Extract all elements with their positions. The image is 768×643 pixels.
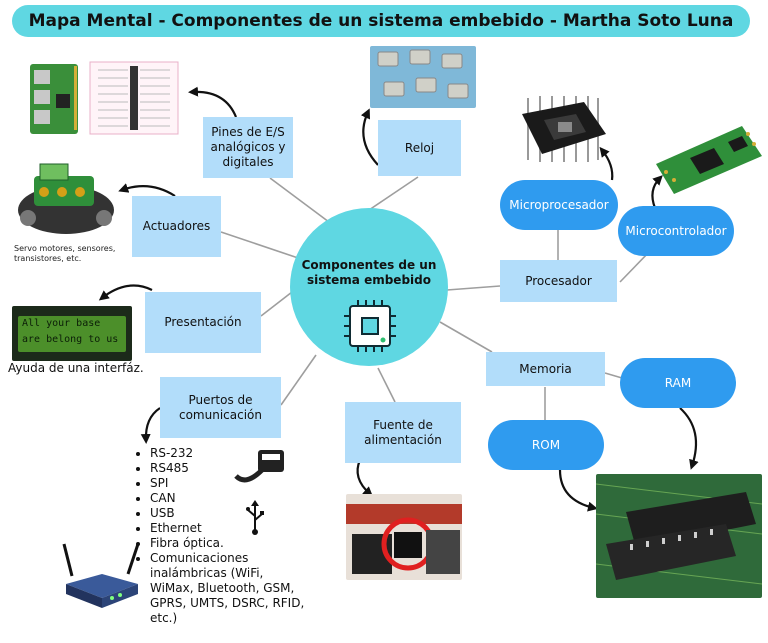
pinout-image <box>28 58 182 138</box>
power-supply-image <box>346 494 462 580</box>
node-ram: RAM <box>620 358 736 408</box>
microcontroller-image <box>652 120 764 196</box>
wifi-router-icon <box>62 543 140 608</box>
list-item: CAN <box>150 491 330 506</box>
presentacion-caption: Ayuda de una interfáz. <box>8 361 144 375</box>
node-fuente: Fuente de alimentación <box>345 402 461 463</box>
node-reloj: Reloj <box>378 120 461 176</box>
usb-icon <box>246 500 264 535</box>
microprocessor-image <box>514 94 610 164</box>
list-item: RS-232 <box>150 446 330 461</box>
ports-list: RS-232 RS485 SPI CAN USB Ethernet Fibra … <box>134 446 330 626</box>
node-procesador: Procesador <box>500 260 617 302</box>
lcd-line-2: are belong to us <box>22 334 119 345</box>
ethernet-cable-icon <box>234 450 284 483</box>
lcd-line-1: All your base <box>22 318 101 329</box>
node-presentacion: Presentación <box>145 292 261 353</box>
list-item: Comunicaciones inalámbricas (WiFi, WiMax… <box>150 551 310 626</box>
node-microprocesador: Microprocesador <box>500 180 618 230</box>
robot-image <box>14 156 118 238</box>
central-node-label: Componentes de un sistema embebido <box>301 258 437 287</box>
clock-crystals-image <box>370 46 476 108</box>
node-memoria: Memoria <box>486 352 605 386</box>
node-rom: ROM <box>488 420 604 470</box>
node-microcontrolador: Microcontrolador <box>618 206 734 256</box>
list-item: RS485 <box>150 461 330 476</box>
diagram-title: Mapa Mental - Componentes de un sistema … <box>12 5 750 37</box>
actuadores-caption: Servo motores, sensores, transistores, e… <box>14 244 116 263</box>
node-pines: Pines de E/S analógicos y digitales <box>203 117 293 178</box>
node-actuadores: Actuadores <box>132 196 221 257</box>
list-item: Ethernet <box>150 521 330 536</box>
node-puertos: Puertos de comunicación <box>160 377 281 438</box>
list-item: SPI <box>150 476 330 491</box>
memory-board-image <box>596 474 762 598</box>
lcd-display-image: All your base are belong to us <box>12 306 132 361</box>
list-item: Fibra óptica. <box>150 536 330 551</box>
chip-icon <box>344 300 396 352</box>
list-item: USB <box>150 506 330 521</box>
